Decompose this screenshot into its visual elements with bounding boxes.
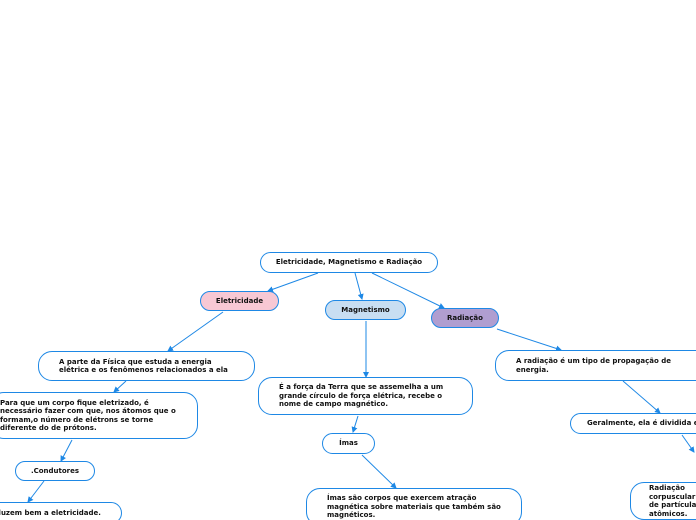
eletrizado-node[interactable]: Para que um corpo fique eletrizado, é ne…: [0, 392, 198, 439]
root-node[interactable]: Eletricidade, Magnetismo e Radiação: [260, 252, 438, 273]
root-node-label: Eletricidade, Magnetismo e Radiação: [275, 258, 423, 267]
condutores-definition-node[interactable]: Conduzem bem a eletricidade.: [0, 502, 122, 520]
radiacao-dividida-text: Geralmente, ela é dividida em: [587, 419, 696, 428]
radiacao-definition-node[interactable]: A radiação é um tipo de propagação de en…: [495, 350, 696, 381]
imas-node-label: Ímas: [339, 439, 358, 448]
magnetismo-node[interactable]: Magnetismo: [325, 300, 406, 320]
radiacao-node-label: Radiação: [447, 313, 483, 322]
condutores-definition-text: Conduzem bem a eletricidade.: [0, 508, 101, 517]
link-def-eletrizado: [113, 380, 127, 393]
imas-node[interactable]: Ímas: [322, 433, 375, 454]
magnetismo-definition-node[interactable]: É a força da Terra que se assemelha a um…: [258, 377, 473, 415]
condutores-node-label: .Condutores: [30, 466, 80, 475]
link-root-radiacao: [371, 272, 445, 309]
magnetismo-node-label: Magnetismo: [341, 305, 390, 314]
link-radiacao-def: [496, 328, 562, 352]
radiacao-definition-text: A radiação é um tipo de propagação de en…: [516, 357, 671, 374]
eletricidade-definition-text: A parte da Física que estuda a energia e…: [59, 357, 228, 375]
radiacao-corpuscular-text: Radiação corpuscular: feixe de partícula…: [649, 484, 696, 518]
radiacao-corpuscular-node[interactable]: Radiação corpuscular: feixe de partícula…: [630, 482, 696, 520]
link-condutores-def: [27, 480, 45, 503]
magnetismo-definition-text: É a força da Terra que se assemelha a um…: [279, 383, 444, 409]
eletricidade-node-label: Eletricidade: [215, 296, 264, 305]
condutores-node[interactable]: .Condutores: [15, 461, 95, 481]
link-root-eletricidade: [267, 272, 319, 293]
link-raddef-dividida: [622, 380, 661, 414]
eletricidade-node[interactable]: Eletricidade: [200, 291, 279, 311]
link-magdef-imas: [351, 415, 359, 433]
link-eletricidade-def: [167, 311, 224, 352]
eletrizado-text: Para que um corpo fique eletrizado, é ne…: [0, 398, 176, 433]
radiacao-dividida-node[interactable]: Geralmente, ela é dividida em: [570, 413, 696, 434]
radiacao-node[interactable]: Radiação: [431, 308, 499, 328]
link-dividida-corp: [681, 434, 695, 453]
link-eletrizado-condutores: [60, 439, 73, 462]
eletricidade-definition-node[interactable]: A parte da Física que estuda a energia e…: [38, 351, 255, 381]
link-imas-def: [361, 454, 397, 489]
imas-definition-text: Ímas são corpos que exercem atração magn…: [327, 494, 501, 520]
imas-definition-node[interactable]: Ímas são corpos que exercem atração magn…: [306, 488, 522, 520]
link-root-magnetismo: [354, 272, 364, 300]
